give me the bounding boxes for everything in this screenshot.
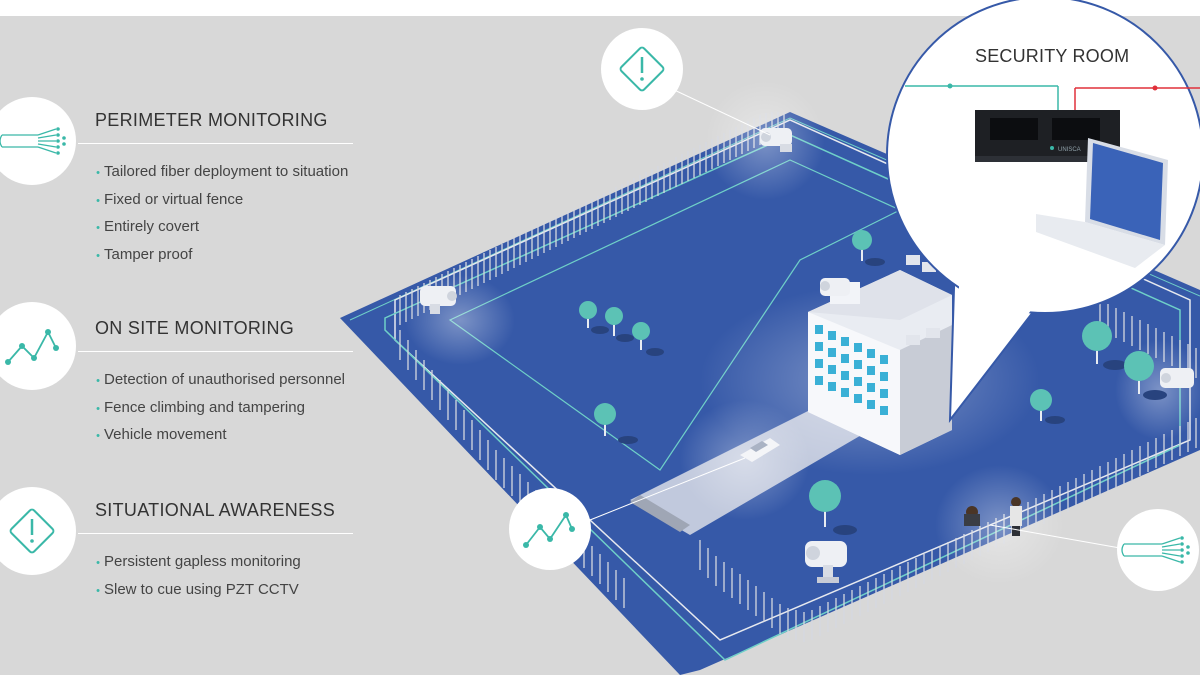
bullet-list: •Tailored fiber deployment to situation … [92, 159, 348, 269]
security-room-title: SECURITY ROOM [975, 46, 1130, 66]
list-item: •Persistent gapless monitoring [96, 553, 301, 570]
connector-line [669, 87, 771, 136]
list-item: •Tailored fiber deployment to situation [96, 163, 349, 180]
bullet-list: •Persistent gapless monitoring •Slew to … [92, 549, 301, 604]
list-item: •Fence climbing and tampering [96, 398, 305, 416]
list-item: •Fixed or virtual fence [96, 190, 244, 208]
fiber-optic-icon [0, 128, 57, 154]
bullet-list: •Detection of unauthorised personnel •Fe… [92, 367, 345, 450]
list-item: •Detection of unauthorised personnel [96, 371, 345, 388]
list-item: •Vehicle movement [96, 426, 227, 443]
intruder-figures [964, 497, 1022, 536]
divider [78, 351, 353, 352]
cctv-camera [805, 541, 847, 583]
cctv-camera [1160, 368, 1194, 388]
connector-line [989, 524, 1121, 549]
warning-icon [9, 508, 55, 554]
fiber-icon-circle [1117, 509, 1199, 591]
top-bar [0, 0, 1200, 16]
cctv-camera [820, 278, 850, 296]
graph-icon-circle [0, 302, 76, 390]
trees [579, 230, 1167, 535]
panel-title: ON SITE MONITORING [95, 318, 295, 338]
building [808, 255, 952, 455]
list-item: •Entirely covert [96, 218, 200, 235]
fiber-icon-circle [0, 97, 76, 185]
panel-title: SITUATIONAL AWARENESS [95, 500, 336, 520]
connector-line [589, 457, 746, 521]
list-item: •Tamper proof [96, 245, 193, 263]
cctv-camera [420, 286, 457, 314]
graph-icon-circle [509, 488, 591, 570]
warning-icon-circle [0, 487, 76, 575]
device-brand-label: UNISCA [1058, 147, 1081, 153]
divider [78, 533, 353, 534]
gate [630, 495, 690, 532]
warning-icon-circle [601, 28, 683, 110]
laptop-base [1036, 214, 1165, 268]
panel-title: PERIMETER MONITORING [95, 110, 328, 130]
warning-icon [619, 46, 665, 92]
fiber-optic-icon [1121, 537, 1181, 563]
list-item: •Slew to cue using PZT CCTV [96, 580, 299, 598]
vehicle [740, 438, 780, 462]
coverage-glow [680, 400, 810, 520]
security-room-bubble: UNISCA [886, 0, 1200, 424]
divider [78, 143, 353, 144]
coverage-glow [935, 465, 1065, 585]
